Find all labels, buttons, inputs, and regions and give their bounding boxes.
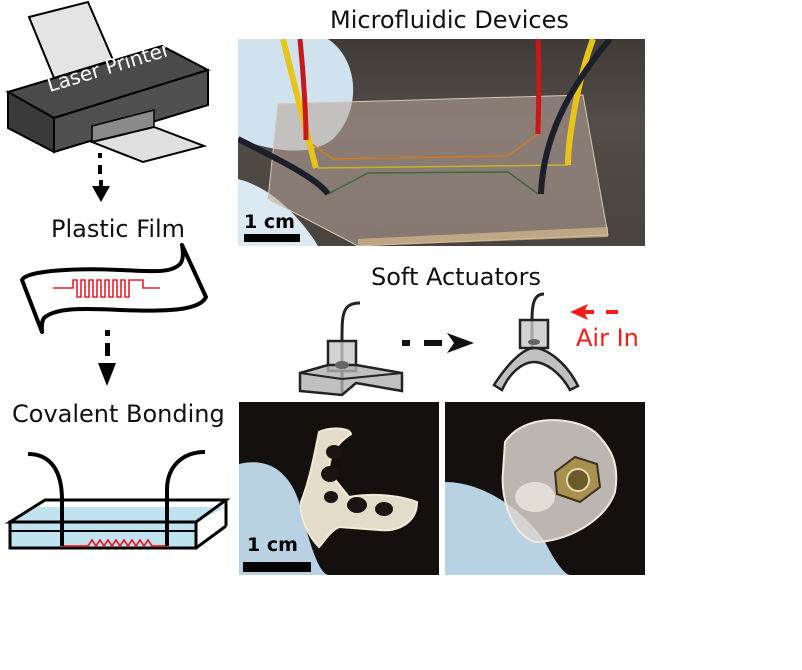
soft-actuator-bent-icon: [492, 292, 580, 392]
scale-bar-label: 1 cm: [244, 211, 295, 233]
soft-actuators-title: Soft Actuators: [371, 263, 541, 291]
air-in-arrow-icon: [570, 304, 618, 320]
actuator-photo-flat: 1 cm: [239, 402, 439, 575]
arrow-right-icon: [402, 333, 474, 353]
actuator-photo-gripping: [445, 402, 645, 575]
scale-bar-label: 1 cm: [247, 534, 298, 556]
soft-actuator-flat-icon: [298, 301, 404, 397]
plastic-film-icon: [20, 243, 208, 334]
scale-bar: [244, 234, 300, 242]
scale-bar: [243, 562, 311, 572]
laser-printer-icon: [5, 0, 211, 174]
microfluidic-devices-title: Microfluidic Devices: [330, 6, 569, 34]
covalent-bonding-label: Covalent Bonding: [12, 400, 225, 428]
microfluidic-device-photo: 1 cm: [238, 39, 645, 246]
arrow-down-icon: [92, 180, 110, 202]
bonded-device-icon: [4, 450, 231, 550]
air-in-label: Air In: [576, 324, 639, 352]
plastic-film-label: Plastic Film: [51, 215, 186, 243]
arrow-down-icon: [98, 330, 116, 386]
